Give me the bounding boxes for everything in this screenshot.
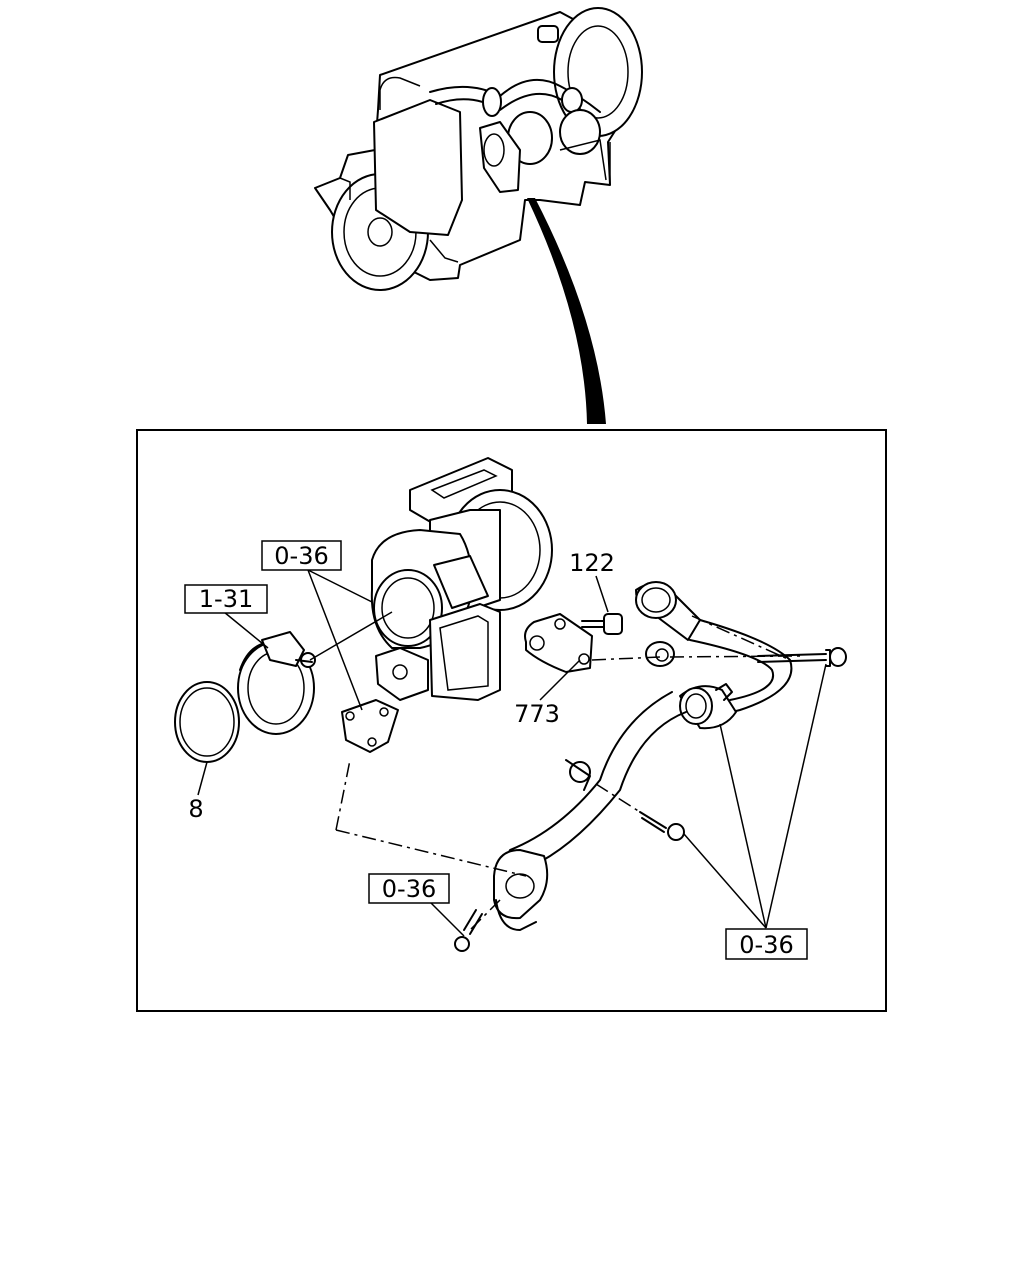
callout-ref-0-36-top-text: 0-36 [274, 542, 328, 570]
o-ring-8-illustration [174, 681, 240, 763]
detail-frame [136, 429, 887, 1012]
leader-lines [197, 569, 827, 937]
callout-ref-0-36-bottom-right: 0-36 [725, 928, 808, 960]
callout-ref-0-36-bottom-left-text: 0-36 [382, 875, 436, 903]
gasket-773-illustration [524, 613, 593, 673]
oil-pipe-illustration [493, 581, 793, 931]
turbocharger-illustration [370, 457, 553, 701]
engine-overview-illustration [314, 7, 643, 291]
detail-pointer [527, 198, 606, 424]
callout-part-8: 8 [188, 795, 203, 823]
callout-ref-0-36-top: 0-36 [261, 540, 342, 571]
callout-ref-0-36-bottom-left: 0-36 [368, 873, 450, 904]
flange-gasket-illustration [341, 699, 399, 753]
callout-part-773: 773 [514, 700, 560, 728]
pipe-bolts-illustration [454, 647, 847, 952]
bolt-122-illustration [581, 613, 623, 635]
callout-ref-1-31-text: 1-31 [199, 585, 253, 613]
v-band-clamp-illustration [237, 631, 316, 735]
callout-part-122: 122 [569, 549, 615, 577]
callout-ref-0-36-bottom-right-text: 0-36 [739, 931, 793, 959]
callout-ref-1-31: 1-31 [184, 584, 268, 614]
